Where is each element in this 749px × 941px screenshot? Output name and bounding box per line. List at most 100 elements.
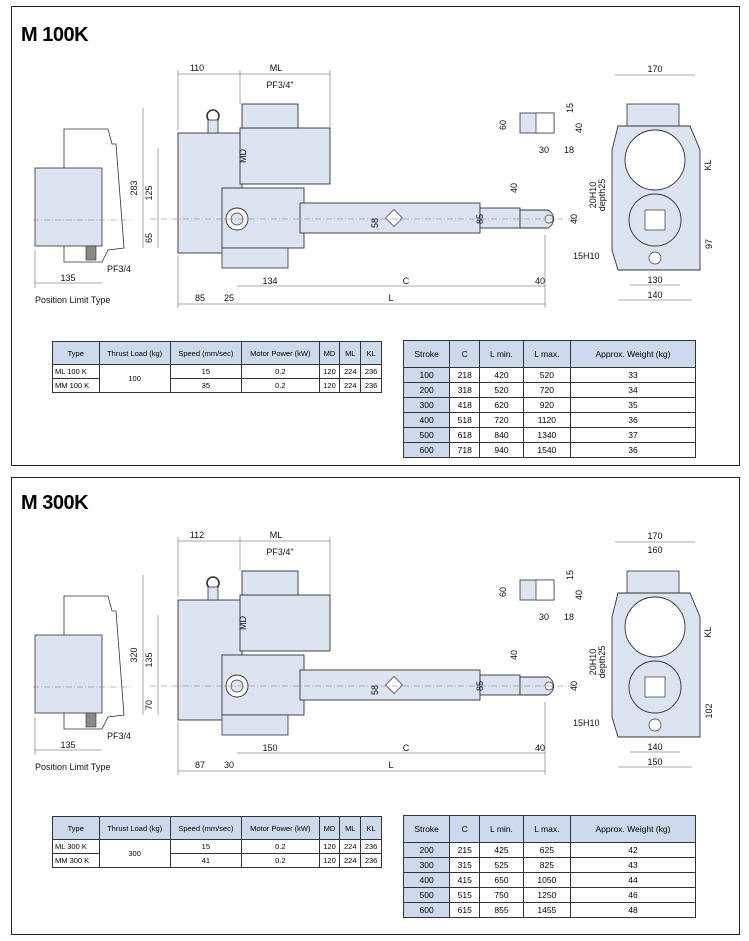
dimension-label: 40 <box>569 681 579 691</box>
dimension-label: 320 <box>129 647 139 662</box>
spec-cell: 236 <box>360 853 382 868</box>
dimension-label: PF3/4" <box>266 547 293 557</box>
stroke-cell: 825 <box>522 857 571 873</box>
spec-cell: 224 <box>339 853 362 868</box>
stroke-cell: 720 <box>522 382 571 398</box>
dimension-label: 30 <box>539 612 549 622</box>
end-view-hole <box>648 251 662 265</box>
stroke-cell: 300 <box>402 857 451 873</box>
end-view-clevis <box>644 676 666 698</box>
stroke-cell: 200 <box>402 842 451 858</box>
dimension-label: depth25 <box>597 179 607 212</box>
dimension-label: 135 <box>60 740 75 750</box>
dimension-label: 40 <box>535 743 545 753</box>
grease-nipple <box>385 676 403 694</box>
stroke-cell: 43 <box>569 857 697 873</box>
base-block <box>221 247 289 269</box>
end-view-motor <box>624 596 686 658</box>
motor-body <box>239 127 331 185</box>
dimension-label: 102 <box>704 703 714 718</box>
stroke-cell: 44 <box>569 872 697 888</box>
stroke-cell: 200 <box>402 382 451 398</box>
spec-cell: MM 100 K <box>52 378 100 393</box>
spec-cell: 120 <box>318 839 341 854</box>
stroke-cell: 36 <box>569 412 697 428</box>
eye-bolt-stem <box>207 119 219 134</box>
stroke-cell: 520 <box>479 382 524 398</box>
model-title: M 300K <box>21 492 89 514</box>
stroke-cell: 615 <box>449 902 481 918</box>
stroke-cell: 750 <box>479 887 524 903</box>
end-view-clevis <box>644 209 666 231</box>
dimension-label: L <box>388 293 393 303</box>
dimension-label: 160 <box>647 545 662 555</box>
stroke-cell: 36 <box>569 442 697 458</box>
stroke-cell: 920 <box>522 397 571 413</box>
dimension-label: ML <box>270 63 283 73</box>
dimension-label: 130 <box>647 275 662 285</box>
stroke-cell: 1340 <box>522 427 571 443</box>
stroke-header-cell: Stroke <box>402 340 451 368</box>
terminal-box <box>241 570 299 596</box>
spec-cell: 0.2 <box>240 839 320 854</box>
dimension-label: 58 <box>370 685 380 695</box>
stroke-header-cell: L max. <box>522 340 571 368</box>
stroke-header-cell: L max. <box>522 815 571 843</box>
stroke-cell: 46 <box>569 887 697 903</box>
dimension-label: KL <box>703 159 713 170</box>
dimension-label: 170 <box>647 64 662 74</box>
stroke-cell: 33 <box>569 367 697 383</box>
spec-cell: 236 <box>360 839 382 854</box>
spec-cell: MM 300 K <box>52 853 100 868</box>
stroke-cell: 600 <box>402 442 451 458</box>
stroke-cell: 1050 <box>522 872 571 888</box>
dimension-label: 30 <box>224 760 234 770</box>
dimension-label: 112 <box>190 530 204 540</box>
dimension-label: 125 <box>144 185 154 200</box>
dimension-label: depth25 <box>597 646 607 679</box>
dimension-label: 20H10 <box>588 649 598 676</box>
spec-cell: 120 <box>318 378 341 393</box>
spec-cell: 35 <box>169 378 242 393</box>
stroke-cell: 315 <box>449 857 481 873</box>
spec-cell: 0.2 <box>240 378 320 393</box>
spec-cell: 236 <box>360 364 382 379</box>
spec-header-cell: Speed (mm/sec) <box>169 816 242 840</box>
spec-cell: ML 100 K <box>52 364 100 379</box>
dimension-label: 20H10 <box>588 182 598 209</box>
dimension-label: 110 <box>190 63 204 73</box>
dimension-label: 40 <box>569 214 579 224</box>
stroke-cell: 1540 <box>522 442 571 458</box>
stroke-cell: 1120 <box>522 412 571 428</box>
dimension-label: PF3/4" <box>266 80 293 90</box>
position-limit-label: Position Limit Type <box>35 762 110 772</box>
stroke-header-cell: Approx. Weight (kg) <box>569 340 697 368</box>
stroke-cell: 515 <box>449 887 481 903</box>
stroke-cell: 625 <box>522 842 571 858</box>
stroke-header-cell: L min. <box>479 340 524 368</box>
dimension-label: 15 <box>565 570 575 580</box>
limit-switch-box <box>34 634 103 714</box>
inner-rod <box>479 207 521 229</box>
spec-header-cell: ML <box>339 341 362 365</box>
dimension-label: 40 <box>535 276 545 286</box>
dimension-label: 140 <box>647 290 662 300</box>
dimension-label: C <box>403 276 410 286</box>
spec-cell: ML 300 K <box>52 839 100 854</box>
spec-header-cell: Thrust Load (kg) <box>98 341 171 365</box>
